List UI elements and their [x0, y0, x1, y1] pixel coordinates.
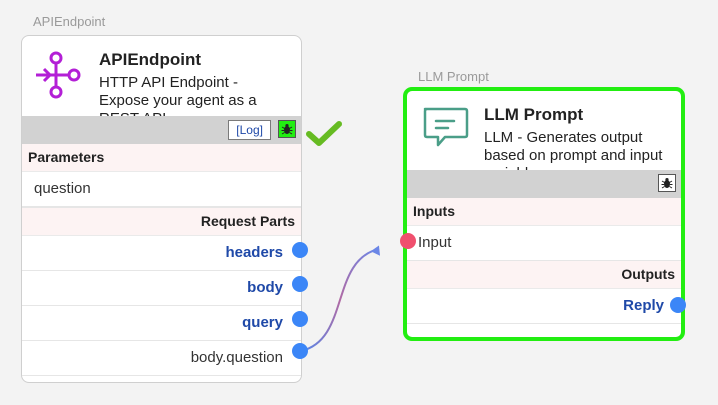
bug-icon: [281, 124, 293, 135]
node-header: LLM Prompt LLM - Generates output based …: [407, 91, 681, 170]
output-query: query: [22, 306, 301, 341]
parameters-section-title: Parameters: [22, 144, 301, 172]
port-input[interactable]: [400, 233, 416, 249]
node-description: HTTP API Endpoint - Expose your agent as…: [99, 74, 257, 116]
output-body: body: [22, 271, 301, 306]
output-headers: headers: [22, 236, 301, 271]
parameter-row: question: [22, 172, 301, 207]
node-title: LLM Prompt: [484, 105, 584, 124]
output-reply: Reply: [407, 289, 681, 324]
llm-prompt-node[interactable]: LLM Prompt LLM - Generates output based …: [403, 87, 685, 341]
port-body-question[interactable]: [292, 343, 308, 359]
node-description: LLM - Generates output based on prompt a…: [484, 129, 663, 170]
bug-icon: [661, 178, 673, 189]
api-endpoint-icon: [36, 51, 81, 99]
debug-toggle-button[interactable]: [658, 174, 676, 192]
outputs-section-title: Outputs: [407, 261, 681, 289]
node-toolbar: [407, 170, 681, 198]
api-endpoint-node[interactable]: APIEndpoint HTTP API Endpoint - Expose y…: [21, 35, 302, 383]
checkmark-icon: [306, 121, 342, 146]
output-body-question: body.question: [22, 341, 301, 376]
node-title: APIEndpoint: [99, 50, 201, 69]
inputs-section-title: Inputs: [407, 198, 681, 226]
chat-prompt-icon: [423, 107, 469, 147]
port-reply[interactable]: [670, 297, 686, 313]
node-header: APIEndpoint HTTP API Endpoint - Expose y…: [22, 36, 301, 116]
port-query[interactable]: [292, 311, 308, 327]
node-toolbar: [Log]: [22, 116, 301, 144]
api-node-caption: APIEndpoint: [33, 14, 106, 29]
log-button[interactable]: [Log]: [228, 120, 271, 140]
request-parts-section-title: Request Parts: [22, 207, 301, 236]
llm-node-caption: LLM Prompt: [418, 69, 489, 84]
debug-toggle-button[interactable]: [278, 120, 296, 138]
port-headers[interactable]: [292, 242, 308, 258]
port-body[interactable]: [292, 276, 308, 292]
input-row: Input: [407, 226, 681, 261]
